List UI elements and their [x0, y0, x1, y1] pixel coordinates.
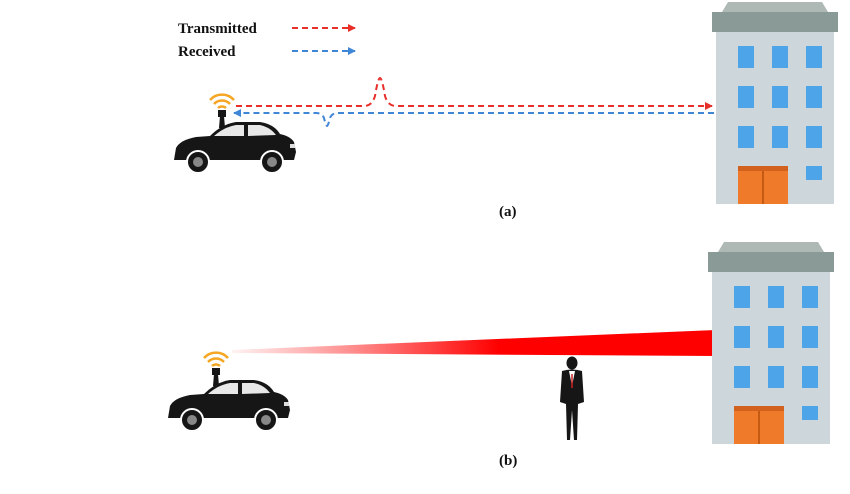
panel-a-label: (a) — [499, 204, 517, 220]
radar-beam — [232, 330, 716, 356]
panel-b-label: (b) — [499, 453, 517, 469]
car-icon — [173, 121, 297, 174]
panel-b: (b) — [167, 242, 834, 469]
car-icon — [167, 379, 291, 432]
legend-transmitted-label: Transmitted — [178, 21, 258, 37]
pedestrian-icon — [560, 356, 584, 440]
building-icon — [708, 242, 834, 444]
panel-a: (a) — [173, 2, 838, 220]
legend-received-label: Received — [178, 44, 236, 60]
transmitted-signal-arrow — [236, 76, 713, 110]
wifi-signal-icon — [208, 93, 236, 130]
legend: Transmitted Received — [178, 21, 356, 60]
building-icon — [712, 2, 838, 204]
received-signal-arrow — [233, 109, 714, 128]
wifi-signal-icon — [202, 351, 230, 388]
